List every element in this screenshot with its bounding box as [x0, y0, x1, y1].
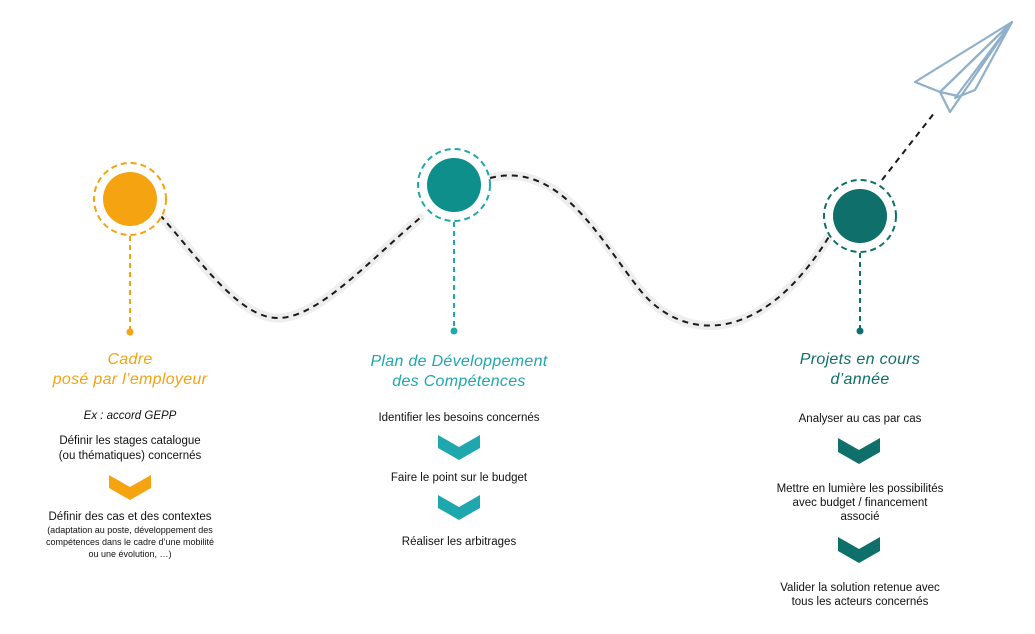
- milestone-plan: [417, 148, 491, 335]
- column-title: Projets en cours: [799, 351, 921, 368]
- column-title: Cadre: [107, 351, 153, 368]
- step-text: Analyser au cas par cas: [798, 413, 922, 425]
- step-text: Faire le point sur le budget: [390, 472, 528, 484]
- column-title: des Compétences: [392, 373, 526, 390]
- step-text: Valider la solution retenue avec: [780, 582, 940, 594]
- chevron-down-icon: [838, 537, 880, 563]
- column-title: d’année: [830, 371, 890, 388]
- step-detail: ou une évolution, …): [88, 549, 172, 559]
- chevron-down-icon: [438, 435, 480, 460]
- chevron-down-icon: [838, 438, 880, 464]
- step-text: avec budget / financement: [792, 497, 928, 509]
- column-cadre: Cadre posé par l’employeur Ex : accord G…: [10, 0, 250, 634]
- step-text: Réaliser les arbitrages: [401, 536, 517, 548]
- milestone-projets: [823, 179, 897, 335]
- chevron-down-icon: [438, 495, 480, 520]
- path-segment-1: [159, 214, 421, 320]
- step-text: Identifier les besoins concernés: [378, 412, 540, 424]
- step-text: Définir les stages catalogue: [59, 435, 201, 447]
- paper-plane-icon: [913, 20, 1014, 114]
- path-segment-3: [881, 111, 936, 181]
- step-text: tous les acteurs concernés: [791, 596, 929, 608]
- path-segment-2: [489, 174, 831, 327]
- step-text: Définir des cas et des contextes: [48, 511, 212, 523]
- step-detail: (adaptation au poste, développement des: [47, 525, 213, 535]
- column-title: Plan de Développement: [370, 353, 548, 370]
- step-text: (ou thématiques) concernés: [58, 450, 202, 462]
- step-text: Mettre en lumière les possibilités: [776, 483, 944, 495]
- column-title: posé par l’employeur: [52, 371, 208, 388]
- column-plan: Plan de Développement des Compétences Id…: [334, 0, 584, 634]
- column-projets: Projets en cours d’année Analyser au cas…: [735, 0, 985, 634]
- milestone-cadre: [93, 162, 167, 336]
- step-detail: compétences dans le cadre d’une mobilité: [45, 537, 215, 547]
- example-text: Ex : accord GEPP: [83, 410, 177, 422]
- step-text: associé: [840, 511, 880, 523]
- chevron-down-icon: [109, 475, 151, 500]
